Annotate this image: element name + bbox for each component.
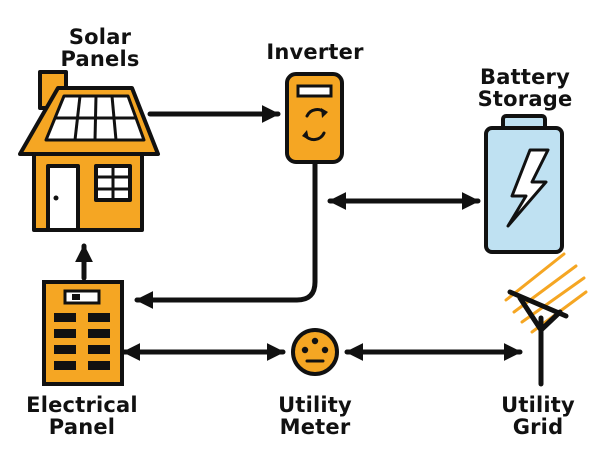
- label-solar-panels: Solar Panels: [60, 25, 140, 71]
- label-electrical-panel: Electrical Panel: [26, 393, 138, 439]
- label-battery-storage: Battery Storage: [477, 65, 573, 111]
- power-pole-icon: [504, 252, 588, 387]
- inverter-icon: [285, 72, 344, 164]
- breaker-panel-icon: [42, 280, 124, 386]
- label-utility-grid: Utility Grid: [501, 393, 575, 439]
- label-inverter: Inverter: [266, 40, 364, 64]
- arrow-inverter-to-panel: [134, 160, 318, 309]
- house-solar-icon: [18, 70, 160, 232]
- label-utility-meter: Utility Meter: [278, 393, 352, 439]
- meter-icon: [291, 328, 339, 376]
- battery-icon: [484, 114, 564, 254]
- connection-lines: [75, 105, 523, 361]
